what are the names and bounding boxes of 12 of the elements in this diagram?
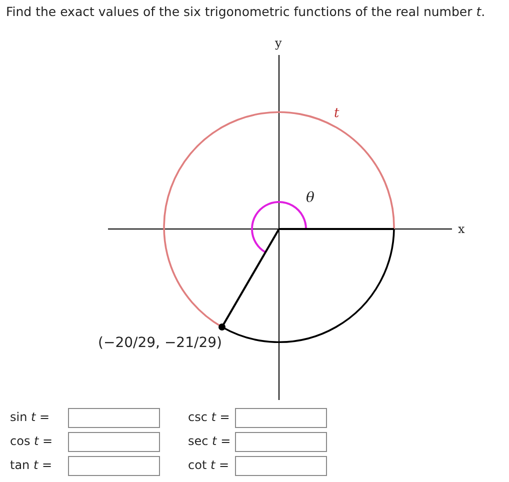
point-coordinates: (−20/29, −21/29) [98, 335, 222, 351]
axis-label: y [275, 36, 282, 50]
field-label: csc t = [188, 410, 230, 424]
axis-label: x [458, 222, 465, 236]
field-label: tan t = [10, 458, 52, 472]
arc-label: t [334, 106, 340, 121]
field-label: cot t = [188, 458, 230, 472]
field-label: sec t = [188, 434, 231, 448]
angle-label: θ [306, 190, 314, 206]
question-text: Find the exact values of the six trigonometric functions of the real number t. [6, 4, 486, 19]
field-label: cos t = [10, 434, 53, 448]
field-label: sin t = [10, 410, 50, 424]
